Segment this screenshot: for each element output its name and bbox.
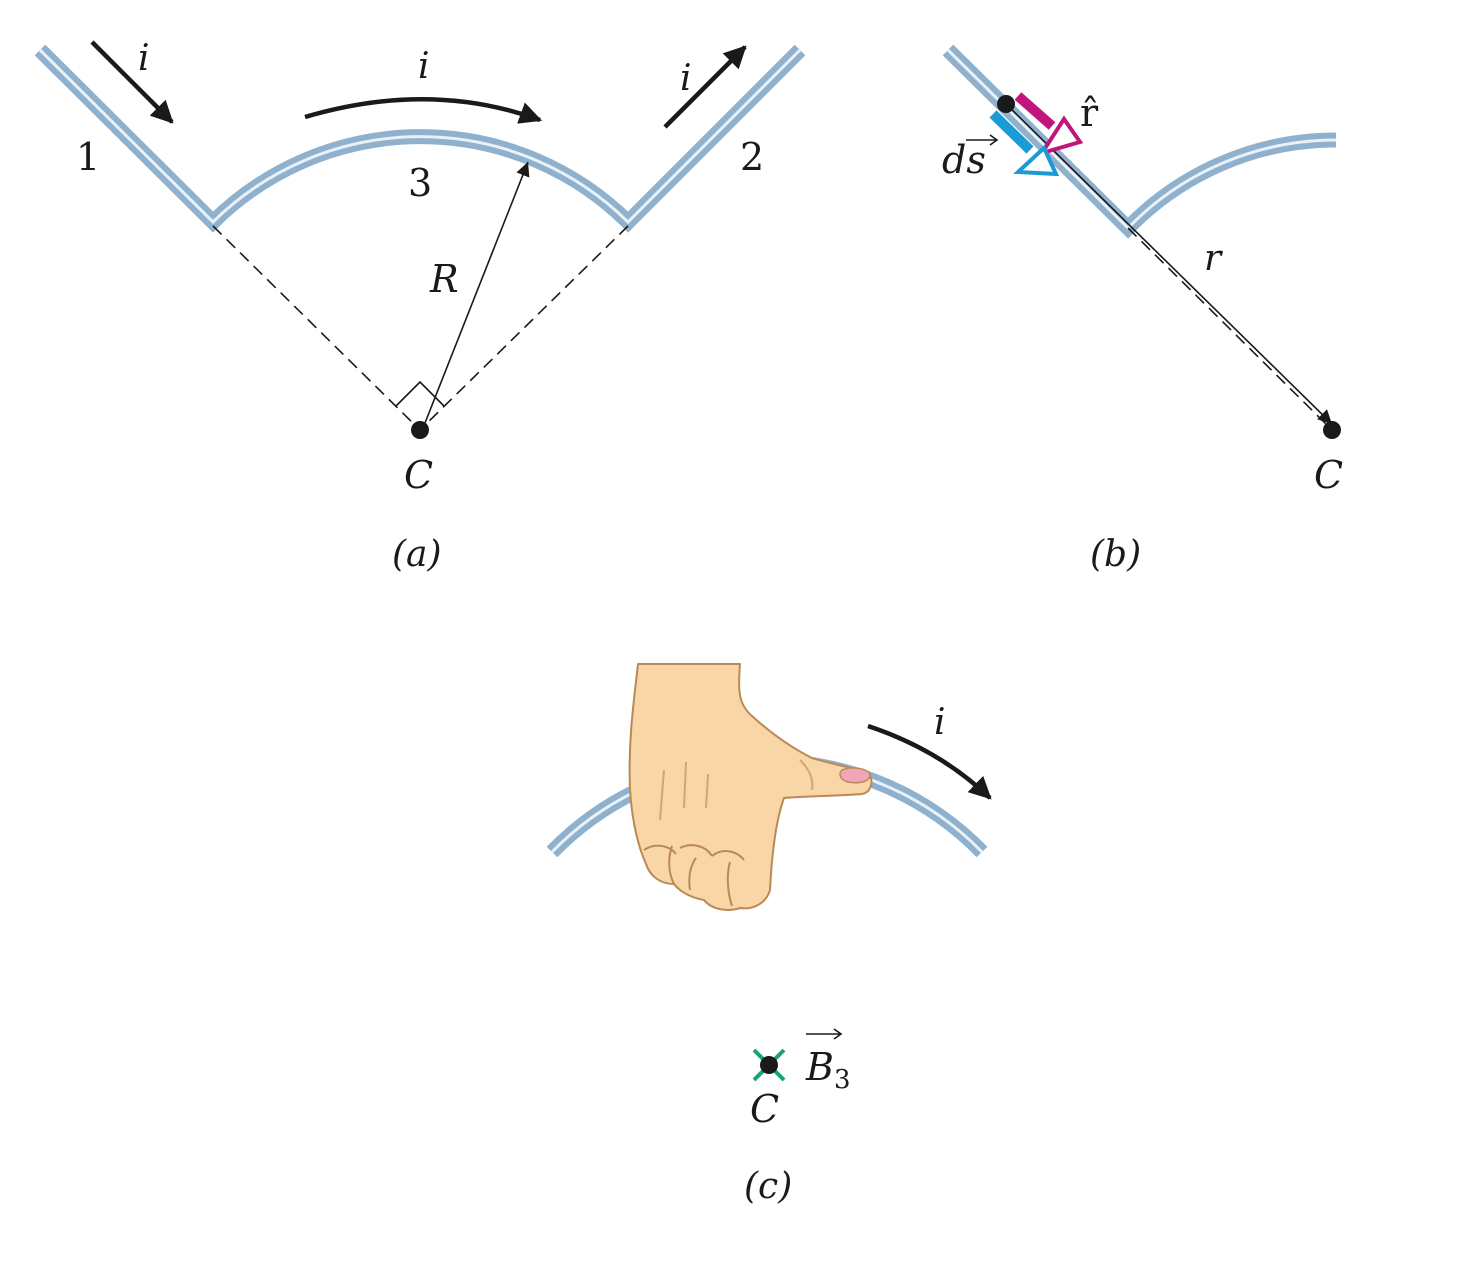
dashed-line-right (419, 225, 629, 431)
wire-b (942, 44, 1337, 239)
ds-arrow (989, 110, 1060, 177)
radius-arrow (422, 161, 530, 429)
panel-b: r̂ ds r C (b) (942, 44, 1343, 575)
right-angle-mark (395, 380, 445, 407)
right-hand-illustration (628, 663, 873, 911)
field-subscript: 3 (834, 1065, 851, 1095)
panel-c: i B3 C (c) (546, 663, 992, 1207)
wire-a (34, 44, 806, 233)
current-in-arrow (90, 40, 174, 124)
r-vector-arrow (1005, 103, 1333, 425)
r-hat-arrow (1014, 92, 1084, 157)
center-label-a: C (404, 453, 433, 497)
field-label: B3 (805, 1045, 850, 1095)
distance-label: r (1204, 238, 1223, 279)
caption-c: (c) (744, 1166, 792, 1207)
segment-3-label: 3 (408, 161, 432, 205)
current-arc-arrow (304, 97, 543, 124)
radius-label: R (429, 257, 459, 301)
current-out-arrow (663, 45, 747, 129)
panel-a: i i i 1 2 3 R C (a) (34, 38, 806, 575)
center-point-a (411, 421, 429, 439)
field-into-page-symbol (752, 1048, 786, 1082)
field-letter: B (805, 1045, 834, 1089)
dashed-line-left (212, 225, 421, 431)
segment-1-label: 1 (76, 135, 100, 179)
r-hat-label: r̂ (1080, 91, 1099, 135)
caption-a: (a) (392, 534, 442, 575)
caption-b: (b) (1090, 534, 1141, 575)
segment-2-label: 2 (740, 135, 764, 179)
ds-vector-overarrow (966, 134, 999, 146)
center-label-c: C (750, 1087, 779, 1131)
dashed-line-b (1127, 227, 1333, 431)
center-label-b: C (1314, 453, 1343, 497)
ds-label: ds (942, 138, 986, 182)
current-arc-label: i (418, 46, 430, 87)
current-in-label: i (138, 38, 150, 79)
center-point-b (1323, 421, 1341, 439)
current-out-label: i (680, 58, 692, 99)
source-point-b (997, 95, 1015, 113)
current-label-c: i (934, 702, 946, 743)
field-vector-overarrow (806, 1028, 843, 1040)
current-arrow-c (867, 723, 992, 800)
